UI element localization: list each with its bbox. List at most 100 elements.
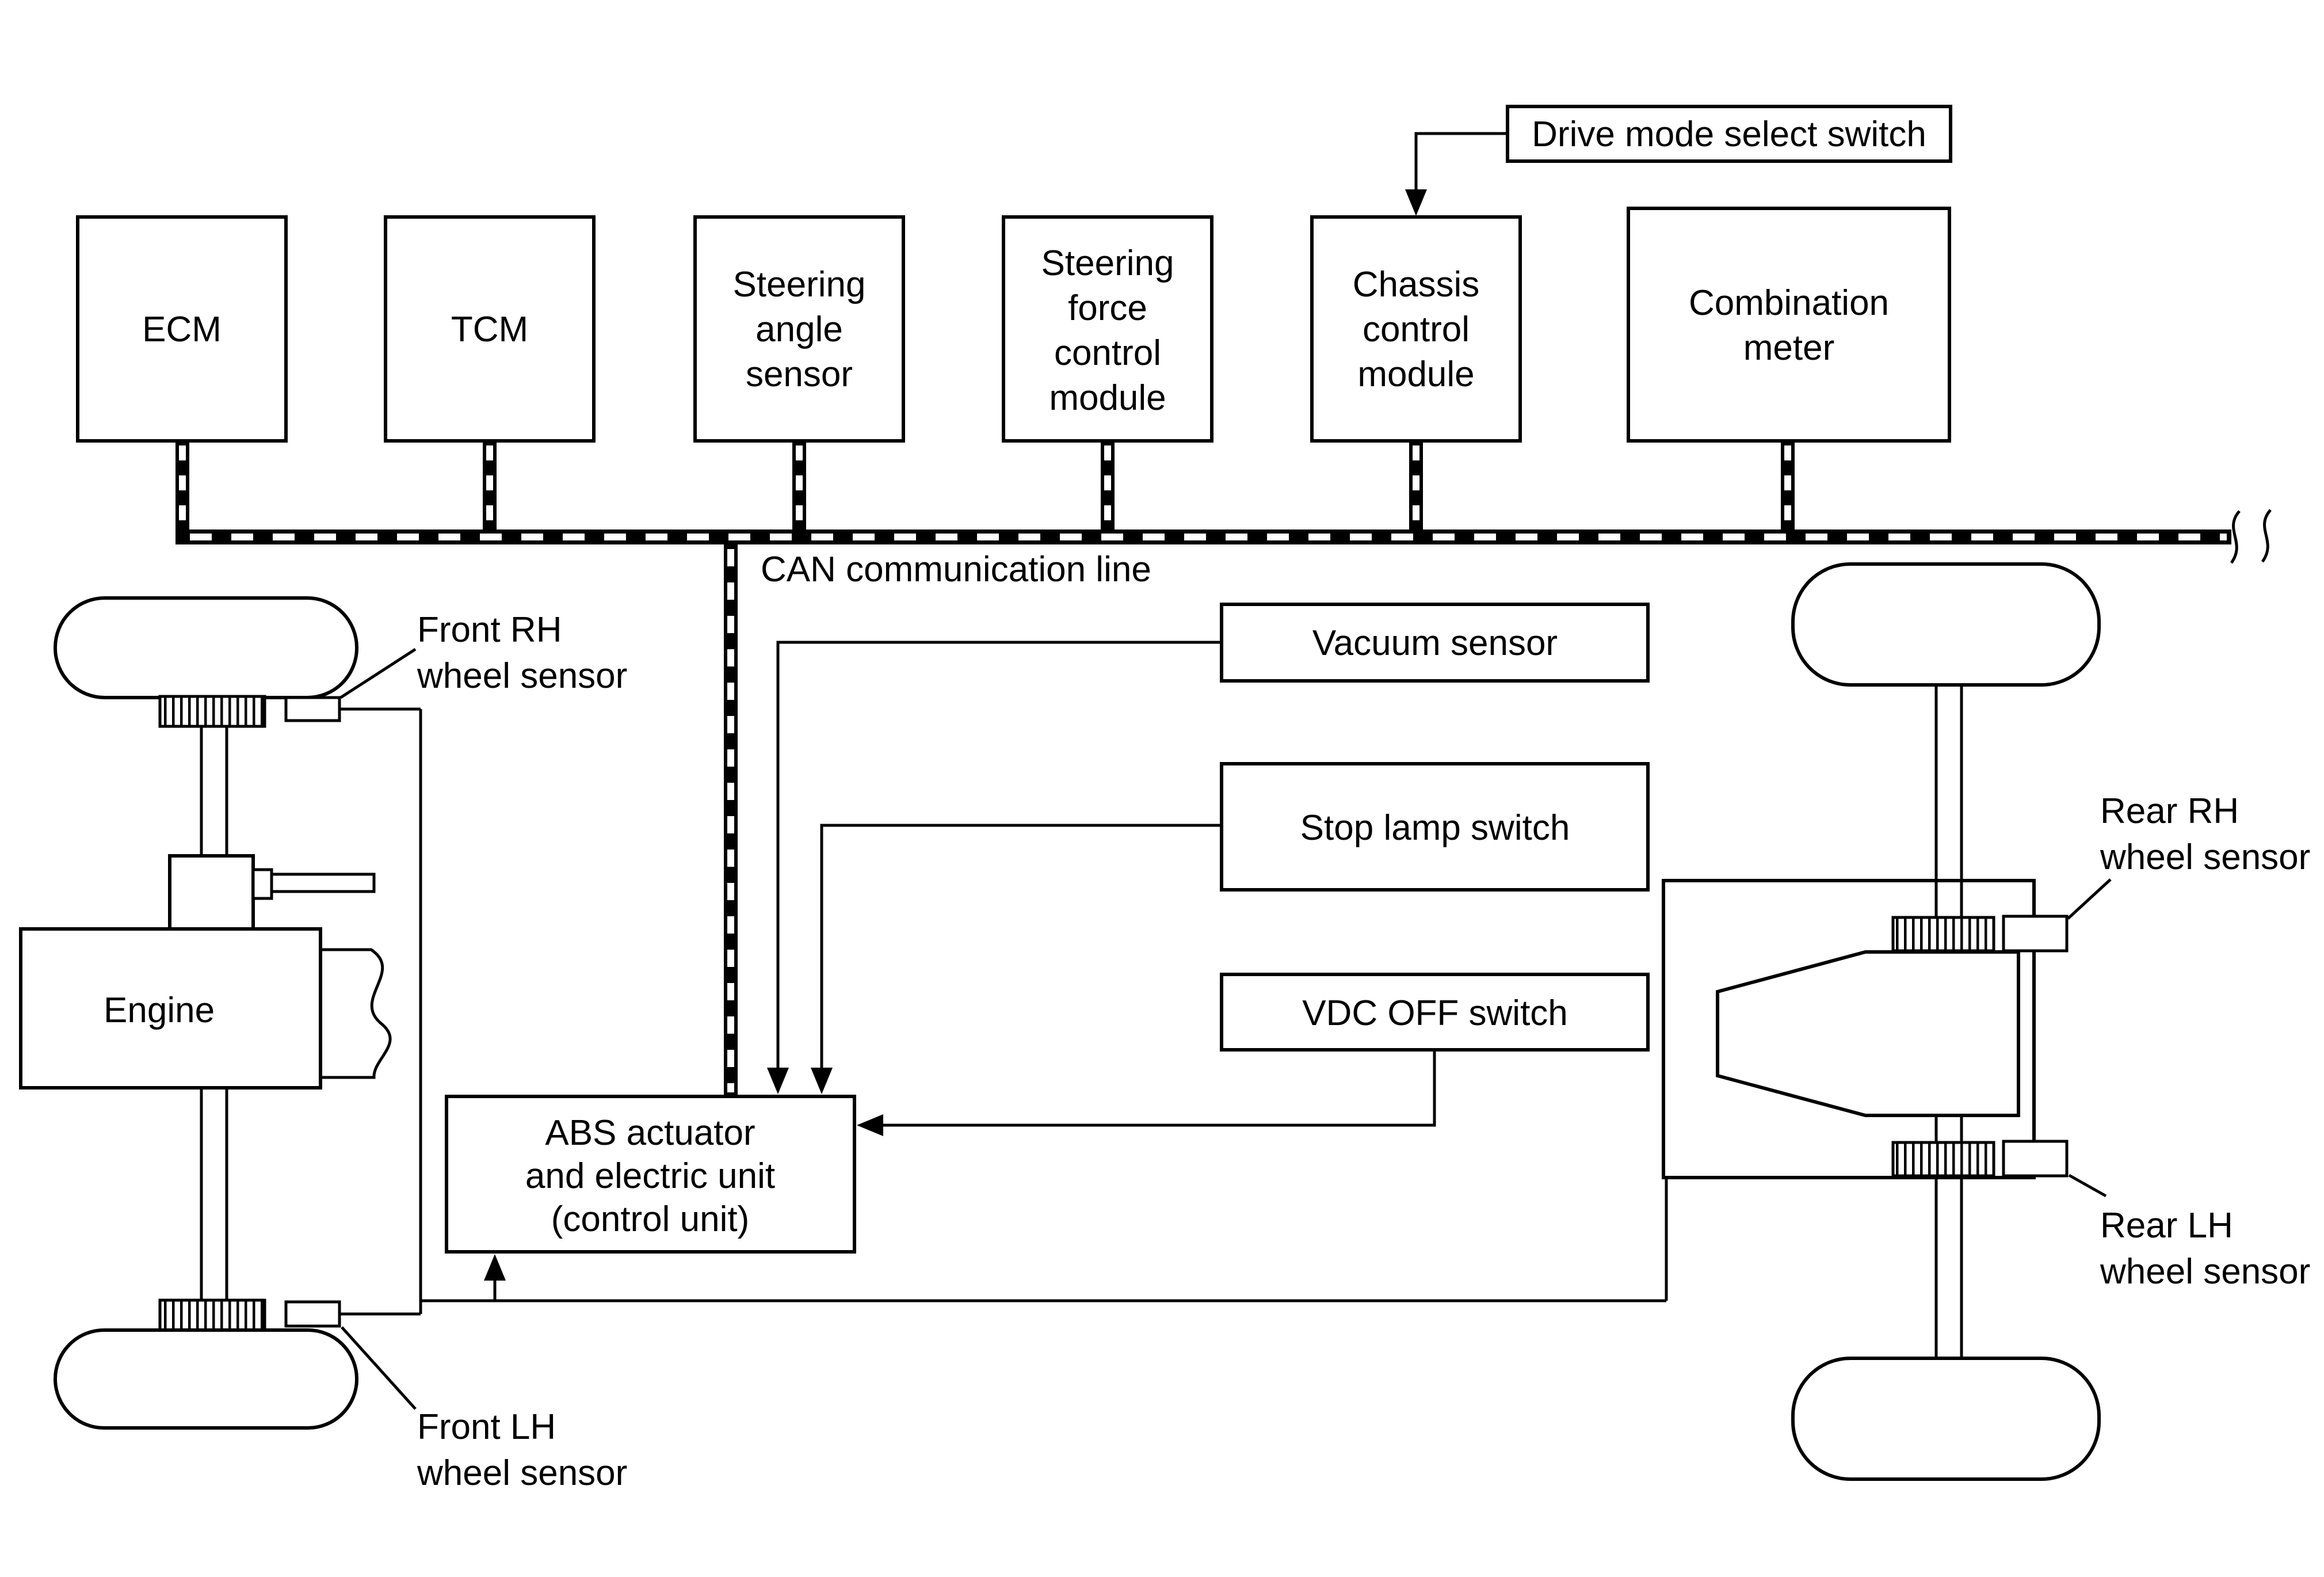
rear-lh-tire — [1791, 1357, 2101, 1481]
stop-lamp-line — [820, 824, 1222, 1068]
abs-line3: (control unit) — [551, 1199, 750, 1239]
engine-break-squiggle — [320, 948, 392, 1079]
box-combination-meter: Combination meter — [1627, 207, 1951, 443]
drop-steering-angle-sensor — [792, 441, 806, 532]
stop-lamp-arrowhead — [811, 1068, 833, 1094]
drop-combination-meter — [1781, 441, 1795, 532]
front-lh-tone-rotor — [158, 1298, 266, 1332]
engine-outline — [19, 927, 322, 1090]
shaft-flange — [251, 868, 273, 900]
front-rh-wheel-sensor — [284, 696, 341, 722]
front-lh-label-line2: wheel sensor — [417, 1453, 627, 1493]
steering-force-line2: force — [1068, 288, 1147, 328]
combination-meter-outline — [1627, 207, 1951, 443]
label-front-lh-wheel-sensor: Front LH wheel sensor — [341, 1326, 627, 1493]
front-lh-pointer — [341, 1326, 417, 1410]
tcm-label: TCM — [451, 310, 528, 349]
rear-lh-pointer — [2068, 1174, 2107, 1198]
vacuum-sensor-outline — [1220, 603, 1650, 683]
front-rh-pointer — [339, 647, 417, 699]
wheel-sensor-harness — [339, 707, 1668, 1316]
ecm-label: ECM — [142, 310, 222, 349]
front-rh-label-line1: Front RH — [417, 610, 562, 650]
rear-rh-tire — [1791, 562, 2101, 687]
rear-differential — [1716, 950, 2020, 1117]
stop-lamp-switch-outline — [1220, 762, 1650, 892]
rear-lh-label-line1: Rear LH — [2100, 1206, 2233, 1245]
chassis-line1: Chassis — [1353, 265, 1480, 304]
front-rh-tone-rotor — [158, 695, 266, 728]
box-abs-actuator: ABS actuator and electric unit (control … — [445, 1095, 856, 1254]
engine-label: Engine — [104, 991, 215, 1030]
drive-mode-to-chassis-line — [1414, 132, 1508, 190]
box-vdc-off-switch: VDC OFF switch — [1220, 973, 1650, 1052]
front-lh-tire — [54, 1328, 358, 1430]
combination-meter-line2: meter — [1743, 328, 1834, 368]
abs-feed-arrowhead — [484, 1254, 506, 1281]
abs-line1: ABS actuator — [545, 1113, 755, 1153]
front-rh-label-line2: wheel sensor — [417, 656, 627, 696]
box-drive-mode-select-switch: Drive mode select switch — [1506, 105, 1952, 163]
chassis-line3: module — [1357, 355, 1474, 394]
vdc-off-switch-label: VDC OFF switch — [1302, 993, 1568, 1033]
label-rear-lh-wheel-sensor: Rear LH wheel sensor — [2068, 1174, 2310, 1292]
vacuum-sensor-line — [776, 641, 1222, 1068]
can-branch-to-abs — [724, 544, 738, 1096]
drop-ecm — [175, 441, 189, 532]
bus-break-squiggle-2 — [2261, 509, 2272, 563]
rear-axle-assembly — [1662, 562, 2101, 1481]
box-ecm: ECM — [76, 215, 288, 443]
chassis-control-module-outline — [1310, 215, 1522, 443]
combination-meter-line1: Combination — [1689, 283, 1889, 323]
rear-lh-wheel-sensor — [2002, 1140, 2069, 1178]
can-bus — [175, 509, 2272, 564]
drop-chassis-control-module — [1409, 441, 1423, 532]
vdc-off-switch-outline — [1220, 973, 1650, 1052]
rear-rh-label-line2: wheel sensor — [2100, 837, 2310, 877]
rear-rh-label-line1: Rear RH — [2100, 791, 2239, 831]
steering-angle-sensor-outline — [693, 215, 905, 443]
drive-mode-select-switch-label: Drive mode select switch — [1532, 115, 1926, 154]
rear-rh-tone-rotor — [1891, 916, 1995, 953]
steering-angle-sensor-line3: sensor — [746, 355, 853, 394]
box-steering-force-control-module: Steering force control module — [1002, 215, 1213, 443]
vdc-off-arrowhead — [857, 1114, 883, 1136]
steering-force-line1: Steering — [1041, 243, 1174, 283]
rear-lh-label-line2: wheel sensor — [2100, 1252, 2310, 1292]
ecm-outline — [76, 215, 288, 443]
box-tcm: TCM — [384, 215, 596, 443]
abs-line2: and electric unit — [525, 1156, 775, 1196]
steering-angle-sensor-line1: Steering — [733, 265, 866, 304]
label-rear-rh-wheel-sensor: Rear RH wheel sensor — [2067, 791, 2310, 920]
chassis-line2: control — [1363, 310, 1470, 349]
box-stop-lamp-switch: Stop lamp switch — [1220, 762, 1650, 892]
box-vacuum-sensor: Vacuum sensor — [1220, 603, 1650, 683]
front-rh-tire — [54, 596, 358, 699]
front-lh-wheel-sensor — [284, 1300, 341, 1328]
front-axle-assembly: Engine — [19, 596, 392, 1430]
front-lh-label-line1: Front LH — [417, 1407, 556, 1447]
box-chassis-control-module: Chassis control module — [1310, 215, 1522, 443]
rear-rh-pointer — [2067, 878, 2112, 920]
drop-steering-force-control-module — [1101, 441, 1115, 532]
rear-rh-wheel-sensor — [2002, 915, 2069, 953]
drop-tcm — [483, 441, 497, 532]
stop-lamp-switch-label: Stop lamp switch — [1300, 808, 1570, 848]
module-bus-drops — [175, 441, 1795, 532]
rear-lh-tone-rotor — [1891, 1141, 1995, 1178]
box-steering-angle-sensor: Steering angle sensor — [693, 215, 905, 443]
vdc-off-line — [883, 1050, 1436, 1127]
rear-subframe — [1662, 879, 2036, 1179]
tcm-outline — [384, 215, 596, 443]
bus-break-squiggle-1 — [2230, 510, 2241, 564]
steering-angle-sensor-line2: angle — [755, 310, 843, 349]
vacuum-sensor-label: Vacuum sensor — [1312, 623, 1558, 663]
label-front-rh-wheel-sensor: Front RH wheel sensor — [339, 610, 627, 699]
vacuum-sensor-arrowhead — [767, 1068, 789, 1094]
steering-force-line4: module — [1049, 378, 1166, 418]
drive-mode-arrowhead — [1405, 189, 1427, 216]
side-shaft — [270, 873, 376, 893]
abs-actuator-outline — [445, 1095, 856, 1254]
gearbox — [168, 854, 255, 931]
